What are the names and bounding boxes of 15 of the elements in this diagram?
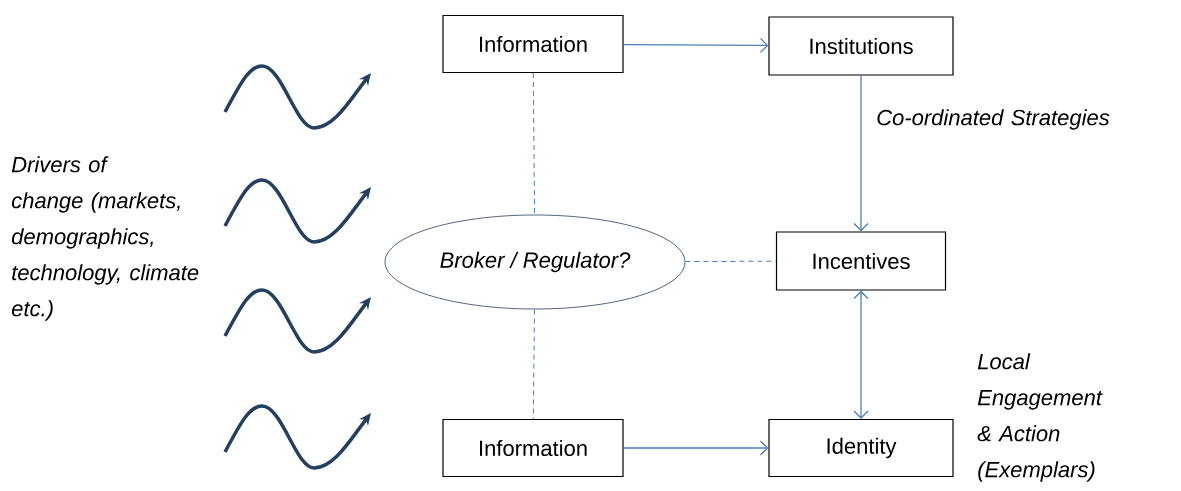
arrow bbox=[853, 74, 869, 232]
process-box: Incentives bbox=[775, 231, 947, 291]
note-text: Drivers of change (markets, demographics, technology, climate etc.) bbox=[11, 156, 199, 321]
arrow bbox=[622, 440, 769, 456]
process-box: Information bbox=[442, 14, 624, 74]
dashed-line bbox=[684, 260, 777, 263]
process-box: Information bbox=[442, 418, 624, 478]
process-box: Identity bbox=[768, 418, 954, 478]
dashed-line bbox=[532, 308, 535, 420]
note-text: Local Engagement & Action (Exemplars) bbox=[977, 353, 1103, 482]
arrow bbox=[853, 290, 869, 419]
process-box: Institutions bbox=[768, 16, 954, 76]
arrow bbox=[622, 37, 769, 54]
dashed-line bbox=[532, 72, 536, 216]
edge-label: Co-ordinated Strategies bbox=[877, 109, 1110, 130]
